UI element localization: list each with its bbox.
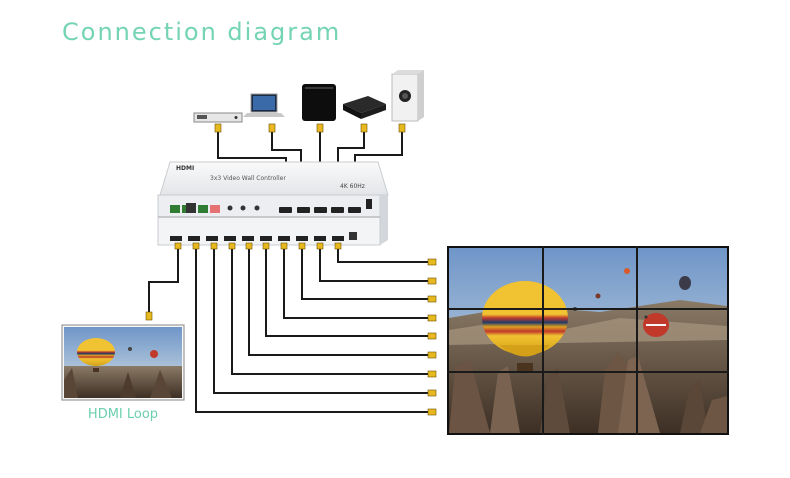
controller-spec: 4K 60Hz: [340, 183, 365, 190]
server-icon: [194, 113, 242, 122]
controller-model: 3x3 Video Wall Controller: [210, 175, 286, 182]
loop-monitor: [62, 325, 184, 400]
laptop-icon: [243, 94, 285, 117]
set-top-box-icon: [343, 96, 386, 119]
video-wall: [447, 246, 729, 435]
desktop-pc-icon: [392, 70, 424, 121]
output-connectors: [146, 243, 436, 415]
output-cables: [149, 246, 432, 412]
controller-brand: HDMI: [176, 165, 194, 172]
loop-caption: HDMI Loop: [88, 407, 158, 422]
game-console-icon: [302, 84, 336, 121]
